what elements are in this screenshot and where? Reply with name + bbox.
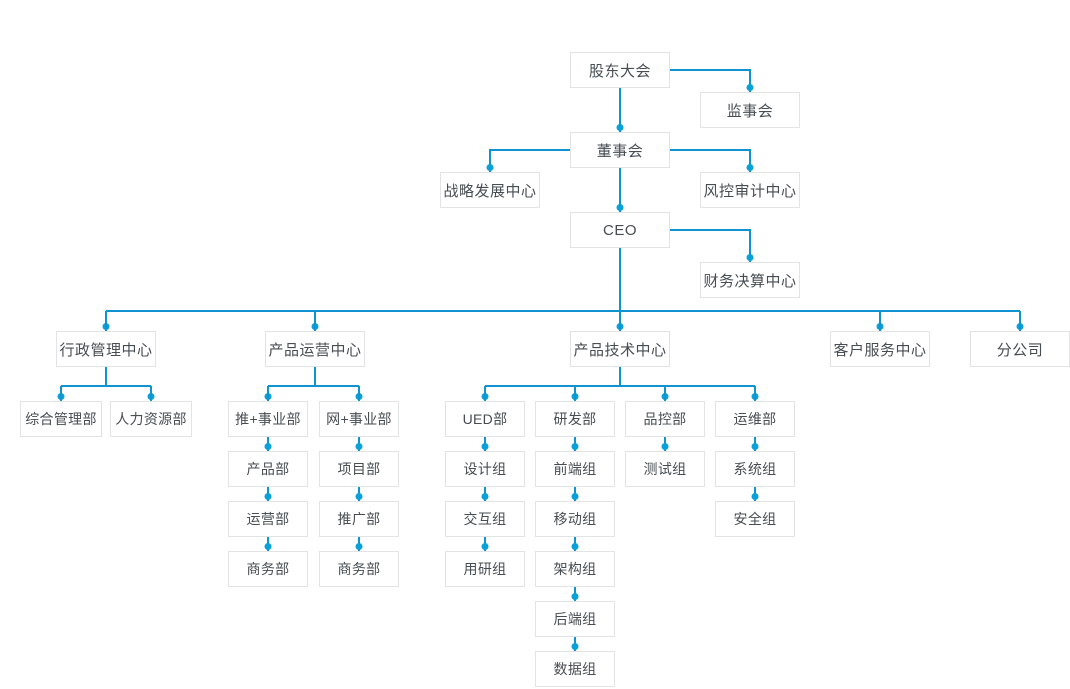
- org-node-product-dept[interactable]: 产品部: [228, 451, 308, 487]
- org-node-hr-dept[interactable]: 人力资源部: [110, 401, 192, 437]
- connector-dot-product-dept: [264, 443, 272, 450]
- org-node-strategy-center[interactable]: 战略发展中心: [440, 172, 540, 208]
- org-node-operations-dept[interactable]: 运营部: [228, 501, 308, 537]
- org-node-backend-group[interactable]: 后端组: [535, 601, 615, 637]
- org-node-security-group[interactable]: 安全组: [715, 501, 795, 537]
- org-node-qc-dept[interactable]: 品控部: [625, 401, 705, 437]
- org-node-testing-group[interactable]: 测试组: [625, 451, 705, 487]
- org-node-frontend-group[interactable]: 前端组: [535, 451, 615, 487]
- org-node-ued-dept[interactable]: UED部: [445, 401, 525, 437]
- connector-supervisory-board: [670, 69, 751, 92]
- org-node-finance-center[interactable]: 财务决算中心: [700, 262, 800, 298]
- connector-dot-security-group: [751, 493, 759, 500]
- org-node-customer-service-center[interactable]: 客户服务中心: [830, 331, 930, 367]
- org-node-admin-center[interactable]: 行政管理中心: [56, 331, 156, 367]
- org-node-system-group[interactable]: 系统组: [715, 451, 795, 487]
- connector-dot-data-group: [571, 643, 579, 650]
- connector-strategy-center: [489, 149, 570, 172]
- connector-risk-audit-center: [670, 149, 751, 172]
- org-node-ceo[interactable]: CEO: [570, 212, 670, 248]
- org-node-board-of-directors[interactable]: 董事会: [570, 132, 670, 168]
- org-node-product-tech-center[interactable]: 产品技术中心: [570, 331, 670, 367]
- connector-dot-business-dept-2: [355, 543, 363, 550]
- connector-fan-admin-center: [60, 367, 152, 401]
- connector-dot-board-of-directors: [616, 124, 624, 131]
- connector-dot-frontend-group: [571, 443, 579, 450]
- org-node-tui-division[interactable]: 推+事业部: [228, 401, 308, 437]
- connector-dot-supervisory-board: [746, 84, 754, 91]
- connector-dot-business-dept-1: [264, 543, 272, 550]
- org-node-data-group[interactable]: 数据组: [535, 651, 615, 687]
- connector-finance-center: [670, 229, 751, 262]
- org-node-supervisory-board[interactable]: 监事会: [700, 92, 800, 128]
- connector-dot-architecture-group: [571, 543, 579, 550]
- connector-dot-interaction-group: [481, 493, 489, 500]
- org-node-design-group[interactable]: 设计组: [445, 451, 525, 487]
- org-node-promotion-dept[interactable]: 推广部: [319, 501, 399, 537]
- connector-fan-product-tech-center: [484, 367, 756, 401]
- org-node-business-dept-1[interactable]: 商务部: [228, 551, 308, 587]
- connector-dot-design-group: [481, 443, 489, 450]
- org-node-risk-audit-center[interactable]: 风控审计中心: [700, 172, 800, 208]
- org-node-project-dept[interactable]: 项目部: [319, 451, 399, 487]
- org-node-om-dept[interactable]: 运维部: [715, 401, 795, 437]
- org-node-business-dept-2[interactable]: 商务部: [319, 551, 399, 587]
- connector-fan-product-ops-center: [267, 367, 360, 401]
- connector-dot-backend-group: [571, 593, 579, 600]
- connector-dot-project-dept: [355, 443, 363, 450]
- connector-dot-risk-audit-center: [746, 164, 754, 171]
- connector-dot-user-research-group: [481, 543, 489, 550]
- connector-dot-finance-center: [746, 254, 754, 261]
- connector-dot-system-group: [751, 443, 759, 450]
- org-node-branch-company[interactable]: 分公司: [970, 331, 1070, 367]
- org-node-interaction-group[interactable]: 交互组: [445, 501, 525, 537]
- org-node-wang-division[interactable]: 网+事业部: [319, 401, 399, 437]
- connector-dot-promotion-dept: [355, 493, 363, 500]
- org-node-shareholders-meeting[interactable]: 股东大会: [570, 52, 670, 88]
- connector-dot-testing-group: [661, 443, 669, 450]
- connector-dot-strategy-center: [486, 164, 494, 171]
- org-node-general-admin-dept[interactable]: 综合管理部: [20, 401, 102, 437]
- connector-dot-operations-dept: [264, 493, 272, 500]
- org-node-user-research-group[interactable]: 用研组: [445, 551, 525, 587]
- connector-dot-mobile-group: [571, 493, 579, 500]
- org-node-rd-dept[interactable]: 研发部: [535, 401, 615, 437]
- org-node-architecture-group[interactable]: 架构组: [535, 551, 615, 587]
- connector-fan-ceo: [105, 248, 1021, 331]
- org-node-product-ops-center[interactable]: 产品运营中心: [265, 331, 365, 367]
- org-node-mobile-group[interactable]: 移动组: [535, 501, 615, 537]
- connector-dot-ceo: [616, 204, 624, 211]
